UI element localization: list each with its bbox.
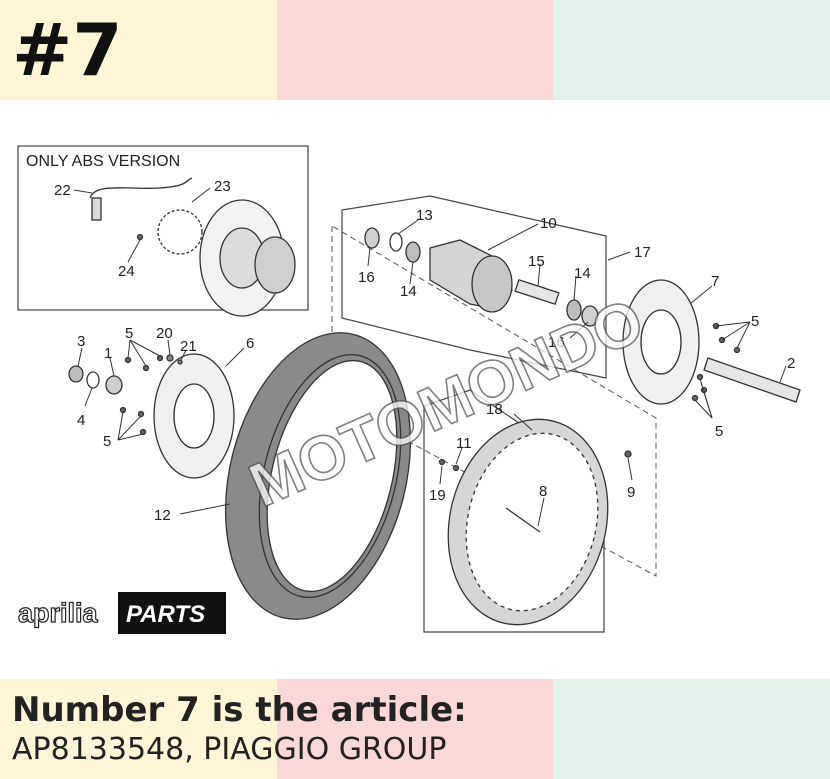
part-21: [177, 359, 183, 365]
abs-tone-ring: [157, 209, 203, 255]
rim-group-frame: [423, 389, 605, 633]
callout-6: 6: [246, 335, 254, 352]
callout-3: 3: [77, 333, 85, 350]
callout-9: 9: [627, 484, 635, 501]
callout-5-left-bottom: 5: [103, 433, 111, 450]
callout-20: 20: [156, 325, 173, 342]
logo-left-bg: [14, 593, 118, 631]
callout-5-right-top: 5: [751, 313, 759, 330]
callout-labels: 1 2 3 4 5 5 5 5 6 7 8 9 10 11 12 13 14 1…: [77, 207, 795, 524]
aprilia-parts-logo: aprilia PARTS: [14, 592, 226, 634]
callout-22: 22: [54, 182, 71, 199]
right-side-components: [622, 279, 801, 458]
callout-7: 7: [711, 273, 719, 290]
brake-disc-6-center: [173, 383, 215, 449]
logo-right-text: PARTS: [126, 601, 205, 628]
callout-14-right: 14: [574, 265, 591, 282]
callout-21: 21: [180, 338, 197, 355]
exploded-parts-diagram: ONLY ABS VERSION 22 23 24: [14, 145, 801, 634]
article-code-manufacturer: AP8133548, PIAGGIO GROUP: [12, 732, 447, 767]
hub-components: [364, 227, 599, 327]
abs-inset-box: ONLY ABS VERSION 22 23 24: [17, 145, 309, 317]
hub-flange: [471, 255, 513, 313]
abs-inset-title: ONLY ABS VERSION: [26, 153, 180, 170]
article-caption-heading: Number 7 is the article:: [12, 690, 467, 730]
callout-4: 4: [77, 412, 85, 429]
leader-lines: [77, 219, 787, 527]
callout-12: 12: [154, 507, 171, 524]
callout-19: 19: [429, 487, 446, 504]
callout-11: 11: [456, 435, 472, 452]
seal-3: [68, 365, 84, 383]
hub-group-frame: [341, 195, 607, 379]
ring-4: [86, 371, 100, 389]
item-number-heading: #7: [12, 8, 123, 92]
callout-5-left-top: 5: [125, 325, 133, 342]
footer-band-pink: [276, 679, 554, 779]
abs-inset-frame: [17, 145, 309, 311]
callout-1: 1: [104, 345, 112, 362]
callout-18: 18: [486, 401, 503, 418]
abs-sensor-cable: [89, 177, 193, 199]
valve-cap-11: [452, 464, 460, 472]
header-band-pink: [276, 0, 554, 100]
callout-8: 8: [539, 483, 547, 500]
header-band-yellow: [0, 0, 277, 100]
callout-14-left: 14: [400, 283, 417, 300]
header-band-green: [553, 0, 830, 100]
screw-9: [624, 450, 632, 458]
callout-13: 13: [416, 207, 433, 224]
callout-15: 15: [528, 253, 545, 270]
callout-16-left: 16: [358, 269, 375, 286]
logo-right-bg: [118, 592, 226, 634]
left-side-components: [68, 353, 235, 479]
callout-5-right-bottom: 5: [715, 423, 723, 440]
seal-16-right: [581, 305, 599, 327]
spoke-8: [505, 507, 541, 533]
spacer-15: [514, 278, 560, 306]
abs-hub: [254, 236, 296, 294]
brake-disc-7-center: [640, 309, 682, 375]
rim-18: [438, 418, 609, 626]
wheel-axle-2: [703, 357, 801, 403]
footer-band-yellow: [0, 679, 277, 779]
circlip-13: [389, 232, 403, 252]
abs-screw: [136, 233, 144, 241]
tire-12: [224, 332, 412, 620]
header-band: [0, 0, 830, 100]
footer-band-green: [553, 679, 830, 779]
footer-band: [0, 679, 830, 779]
bearing-14-left: [405, 241, 421, 263]
callout-23: 23: [214, 178, 231, 195]
bearing-1: [105, 375, 123, 395]
callout-10: 10: [540, 215, 557, 232]
logo-left-text: aprilia: [18, 598, 99, 628]
part-20: [166, 354, 174, 362]
callout-16-right: 16: [548, 334, 565, 351]
callout-17: 17: [634, 244, 651, 261]
seal-16-left: [364, 227, 380, 249]
callout-2: 2: [787, 355, 795, 372]
abs-sensor: [91, 197, 102, 221]
valve-19: [438, 458, 446, 466]
callout-24: 24: [118, 263, 135, 280]
